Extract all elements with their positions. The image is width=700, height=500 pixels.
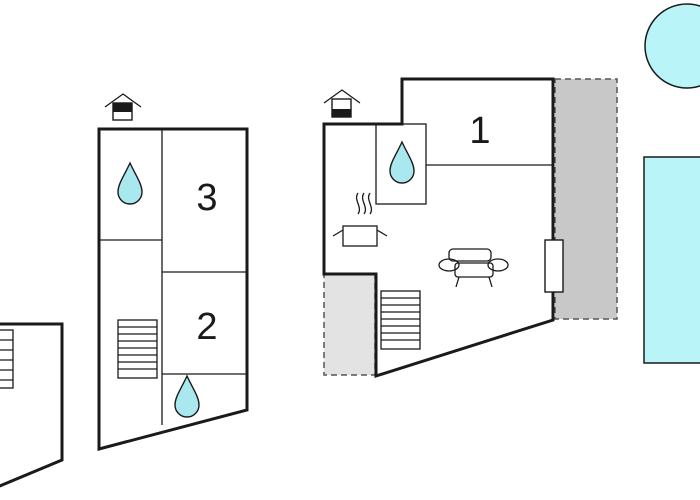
room-label-2: 2: [196, 306, 217, 348]
stairs-icon: [380, 290, 421, 350]
pool-icon: [643, 156, 700, 364]
room-label-3: 3: [196, 177, 217, 219]
water-drop-icon: [117, 161, 143, 205]
building-left: [0, 322, 64, 488]
stairs-icon: [117, 319, 158, 379]
room-label-1: 1: [469, 110, 490, 152]
building-right: 1: [322, 77, 618, 379]
terrace: [554, 78, 618, 320]
terrace: [323, 273, 376, 376]
water-drop-icon: [389, 140, 415, 184]
entrance-icon: [323, 89, 361, 118]
tree-icon: [644, 3, 700, 89]
entrance-icon: [104, 93, 142, 121]
stairs-icon: [0, 329, 14, 389]
water-drop-icon: [174, 374, 200, 418]
window-icon: [544, 239, 564, 293]
sofa-icon: [438, 248, 509, 288]
cooking-pot-icon: [332, 192, 388, 247]
building-middle: 3 2: [97, 93, 249, 451]
